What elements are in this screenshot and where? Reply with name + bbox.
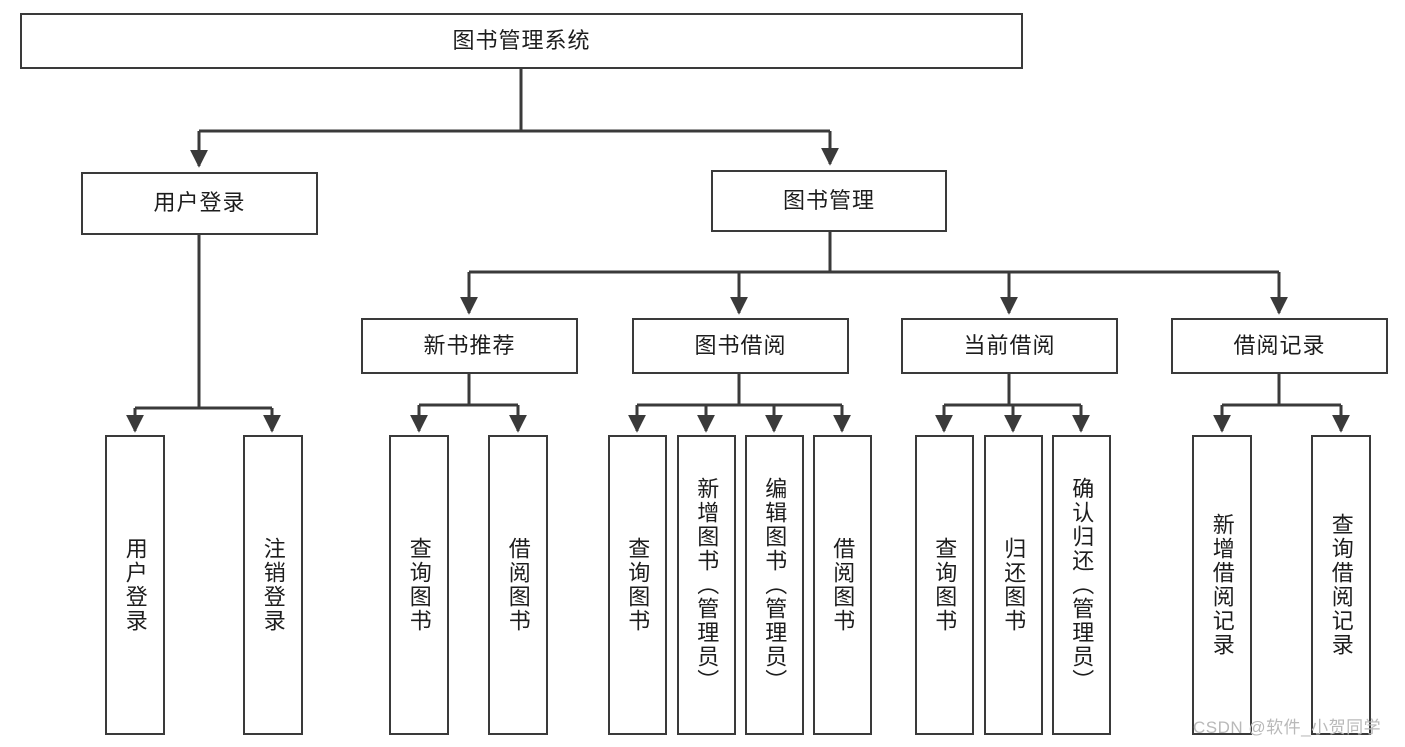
node-leaf-return-book-label: 归还图书 <box>1001 537 1027 633</box>
node-user-login[interactable]: 用户登录 <box>81 172 318 235</box>
node-borrow-record-label: 借阅记录 <box>1233 332 1326 358</box>
node-leaf-user-login-label: 用户登录 <box>122 537 148 633</box>
node-root-label: 图书管理系统 <box>452 27 591 53</box>
node-current-borrow[interactable]: 当前借阅 <box>901 318 1118 374</box>
node-leaf-return-book[interactable]: 归还图书 <box>984 435 1043 735</box>
node-leaf-query-book-2[interactable]: 查询图书 <box>608 435 667 735</box>
node-leaf-add-book[interactable]: 新增图书（管理员） <box>677 435 736 735</box>
node-new-book-recommend-label: 新书推荐 <box>423 332 516 358</box>
node-leaf-confirm-return-label: 确认归还（管理员） <box>1069 477 1095 693</box>
node-leaf-add-record[interactable]: 新增借阅记录 <box>1192 435 1252 735</box>
node-user-login-label: 用户登录 <box>153 190 246 216</box>
node-leaf-user-logout[interactable]: 注销登录 <box>243 435 303 735</box>
node-leaf-query-book-1-label: 查询图书 <box>406 537 432 633</box>
node-leaf-query-book-1[interactable]: 查询图书 <box>389 435 449 735</box>
node-leaf-borrow-book-1-label: 借阅图书 <box>505 537 531 633</box>
node-leaf-query-book-3-label: 查询图书 <box>932 537 958 633</box>
node-book-manage[interactable]: 图书管理 <box>711 170 947 232</box>
node-leaf-user-login[interactable]: 用户登录 <box>105 435 165 735</box>
node-leaf-query-book-3[interactable]: 查询图书 <box>915 435 974 735</box>
node-leaf-borrow-book-2[interactable]: 借阅图书 <box>813 435 872 735</box>
node-leaf-add-record-label: 新增借阅记录 <box>1209 513 1235 657</box>
node-leaf-confirm-return[interactable]: 确认归还（管理员） <box>1052 435 1111 735</box>
node-leaf-edit-book-label: 编辑图书（管理员） <box>762 477 788 693</box>
node-book-manage-label: 图书管理 <box>782 187 875 213</box>
node-leaf-borrow-book-2-label: 借阅图书 <box>830 537 856 633</box>
node-leaf-edit-book[interactable]: 编辑图书（管理员） <box>745 435 804 735</box>
node-book-borrow-label: 图书借阅 <box>694 332 787 358</box>
node-root[interactable]: 图书管理系统 <box>20 13 1023 69</box>
node-leaf-user-logout-label: 注销登录 <box>260 537 286 633</box>
node-new-book-recommend[interactable]: 新书推荐 <box>361 318 578 374</box>
node-leaf-add-book-label: 新增图书（管理员） <box>694 477 720 693</box>
node-leaf-query-record[interactable]: 查询借阅记录 <box>1311 435 1371 735</box>
node-book-borrow[interactable]: 图书借阅 <box>632 318 849 374</box>
node-borrow-record[interactable]: 借阅记录 <box>1171 318 1388 374</box>
node-leaf-borrow-book-1[interactable]: 借阅图书 <box>488 435 548 735</box>
node-leaf-query-record-label: 查询借阅记录 <box>1328 513 1354 657</box>
csdn-watermark: CSDN @软件_小贺同学 <box>1193 718 1382 737</box>
node-current-borrow-label: 当前借阅 <box>963 332 1056 358</box>
node-leaf-query-book-2-label: 查询图书 <box>625 537 651 633</box>
